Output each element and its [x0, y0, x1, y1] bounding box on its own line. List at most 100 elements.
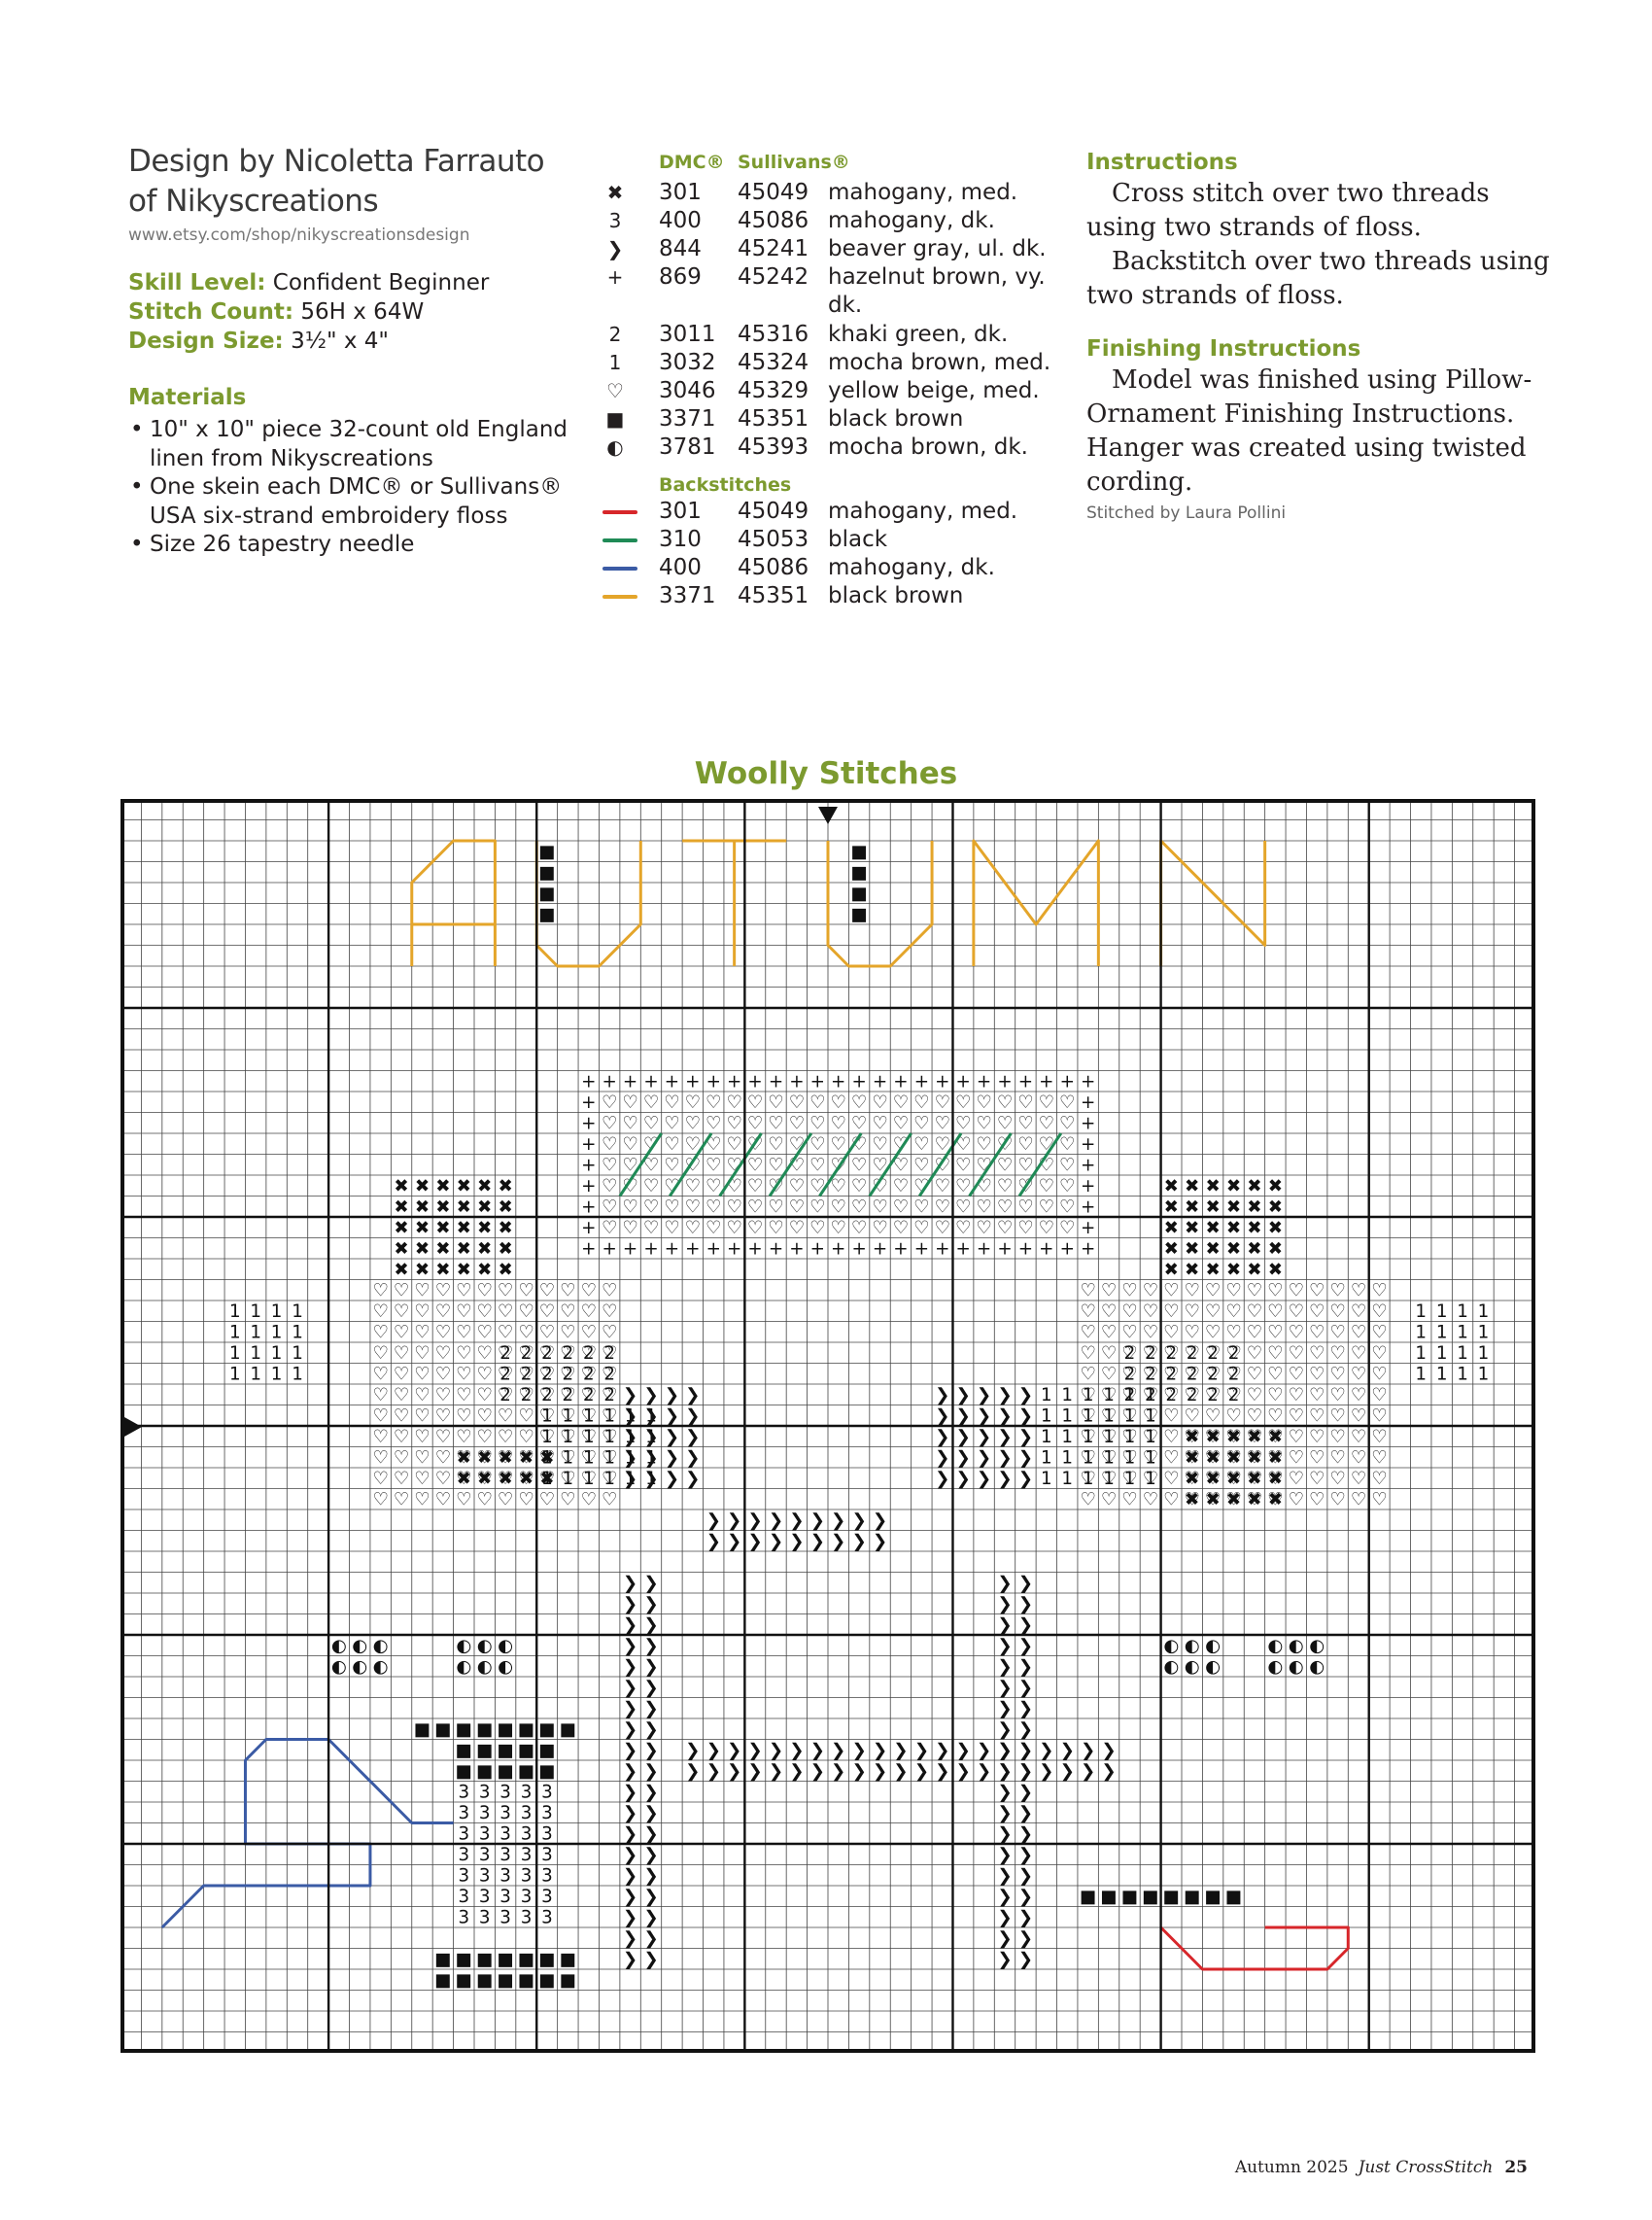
- stitch-symbol: ♡: [935, 1134, 950, 1155]
- stitch-symbol: ❯: [873, 1531, 887, 1551]
- stitch-symbol: ❯: [1018, 1803, 1033, 1823]
- stitch-symbol: 3: [499, 1845, 511, 1865]
- stitch-symbol: ♡: [706, 1134, 721, 1155]
- stitch-symbol: ❯: [706, 1531, 721, 1551]
- stitch-symbol: ✖: [394, 1176, 408, 1197]
- stitch-symbol: ■: [456, 1719, 472, 1740]
- stitch-symbol: ♡: [685, 1176, 701, 1197]
- stitch-symbol: ◐: [1309, 1636, 1325, 1656]
- stitch-symbol: ♡: [539, 1469, 555, 1489]
- stitch-symbol: ♡: [581, 1385, 597, 1405]
- stitch-symbol: ♡: [414, 1489, 430, 1509]
- stitch-symbol: ♡: [1267, 1489, 1283, 1509]
- stitch-symbol: +: [727, 1071, 741, 1092]
- stitch-symbol: ♡: [747, 1197, 763, 1217]
- stitch-symbol: ♡: [789, 1093, 805, 1113]
- stitch-symbol: ♡: [602, 1301, 617, 1322]
- stitch-symbol: ❯: [789, 1531, 804, 1551]
- stitch-symbol: ♡: [1371, 1385, 1387, 1405]
- stitch-symbol: ♡: [1143, 1322, 1158, 1342]
- stitch-symbol: +: [914, 1238, 929, 1259]
- stitch-symbol: ♡: [477, 1322, 493, 1342]
- stitch-symbol: 1: [1103, 1447, 1115, 1468]
- stitch-symbol: +: [665, 1071, 679, 1092]
- stitch-symbol: 2: [541, 1364, 553, 1384]
- stitch-symbol: 3: [521, 1823, 533, 1844]
- stitch-symbol: ♡: [1225, 1489, 1241, 1509]
- stitch-symbol: ❯: [685, 1427, 700, 1447]
- stitch-symbol: ♡: [726, 1176, 741, 1197]
- stitch-symbol: ❯: [1018, 1823, 1033, 1844]
- stitch-symbol: ♡: [1163, 1447, 1179, 1468]
- key-symbol: +: [606, 265, 624, 289]
- stitch-symbol: 1: [1145, 1385, 1156, 1405]
- stitch-symbol: ♡: [602, 1093, 617, 1113]
- stitch-symbol: ◐: [498, 1636, 513, 1656]
- stitch-symbol: ♡: [1121, 1301, 1137, 1322]
- designer-url[interactable]: www.etsy.com/shop/nikyscreationsdesign: [128, 225, 470, 245]
- stitch-symbol: ◐: [456, 1656, 471, 1677]
- stitch-symbol: ♡: [1289, 1322, 1304, 1342]
- stitch-symbol: ♡: [1143, 1364, 1158, 1384]
- stitch-symbol: 1: [1478, 1364, 1490, 1384]
- stitch-symbol: 1: [1061, 1385, 1073, 1405]
- stitch-symbol: ❯: [665, 1469, 679, 1489]
- stitch-symbol: +: [851, 1071, 866, 1092]
- stitch-symbol: +: [977, 1071, 991, 1092]
- stitch-symbol: ❯: [1018, 1678, 1033, 1698]
- stitch-symbol: ■: [1204, 1887, 1221, 1907]
- stitch-symbol: ✖: [1247, 1218, 1261, 1238]
- stitch-symbol: 2: [603, 1364, 615, 1384]
- stitch-symbol: ♡: [851, 1113, 867, 1133]
- stitch-symbol: 2: [603, 1385, 615, 1405]
- stitch-symbol: ❯: [831, 1740, 845, 1760]
- stitch-symbol: ♡: [789, 1113, 805, 1133]
- stitch-symbol: ♡: [1267, 1364, 1283, 1384]
- stitch-symbol: ♡: [456, 1405, 471, 1426]
- stitch-symbol: ♡: [726, 1218, 741, 1238]
- stitch-symbol: ♡: [997, 1113, 1013, 1133]
- stitch-symbol: ♡: [1017, 1197, 1033, 1217]
- instructions-backstitch: Backstitch over two threads using two st…: [1086, 247, 1550, 310]
- hanger-right-backstitch: [1159, 1925, 1350, 1971]
- stitch-symbol: +: [623, 1071, 637, 1092]
- stitch-symbol: ❯: [623, 1447, 637, 1468]
- stitch-symbol: 3: [521, 1907, 533, 1927]
- stitch-symbol: 1: [625, 1469, 637, 1489]
- stitch-symbol: +: [810, 1238, 825, 1259]
- stitch-symbol: ♡: [685, 1155, 701, 1175]
- stitch-symbol: ♡: [602, 1447, 617, 1468]
- stitch-symbol: ■: [497, 1719, 513, 1740]
- stitch-symbol: 1: [1083, 1427, 1094, 1447]
- instructions-text: Cross stitch over two threads using two …: [1086, 177, 1553, 313]
- stitch-symbol: ❯: [851, 1531, 866, 1551]
- stitch-symbol: ♡: [1121, 1405, 1137, 1426]
- stitch-symbol: ♡: [768, 1218, 783, 1238]
- stitch-symbol: ♡: [643, 1093, 659, 1113]
- stitch-symbol: 2: [1207, 1343, 1219, 1364]
- backstitch-swatch: [602, 595, 637, 599]
- stitch-symbol: ♡: [435, 1301, 451, 1322]
- stitch-symbol: ♡: [498, 1447, 513, 1468]
- stitch-symbol: ♡: [1309, 1301, 1325, 1322]
- stitch-symbol: 3: [458, 1803, 469, 1823]
- stitch-symbol: ♡: [809, 1134, 825, 1155]
- stitch-symbol: 1: [1415, 1322, 1427, 1342]
- stitch-symbol: ❯: [935, 1761, 949, 1782]
- stitch-symbol: 2: [583, 1364, 595, 1384]
- key-symbol: 3: [608, 209, 622, 232]
- stitch-symbol: ✖: [498, 1238, 512, 1259]
- issue-label: Autumn 2025: [1234, 2158, 1349, 2177]
- stitch-symbol: ♡: [539, 1489, 555, 1509]
- stitch-symbol: ❯: [1101, 1761, 1116, 1782]
- stitch-symbol: ♡: [1267, 1385, 1283, 1405]
- stitch-symbol: ✖: [1185, 1427, 1199, 1447]
- stitch-symbol: ■: [538, 904, 555, 924]
- stitch-symbol: ♡: [872, 1155, 887, 1175]
- stitch-symbol: ♡: [581, 1447, 597, 1468]
- stitch-symbol: +: [1081, 1093, 1095, 1113]
- stitch-symbol: ♡: [581, 1364, 597, 1384]
- stitch-symbol: ❯: [769, 1761, 783, 1782]
